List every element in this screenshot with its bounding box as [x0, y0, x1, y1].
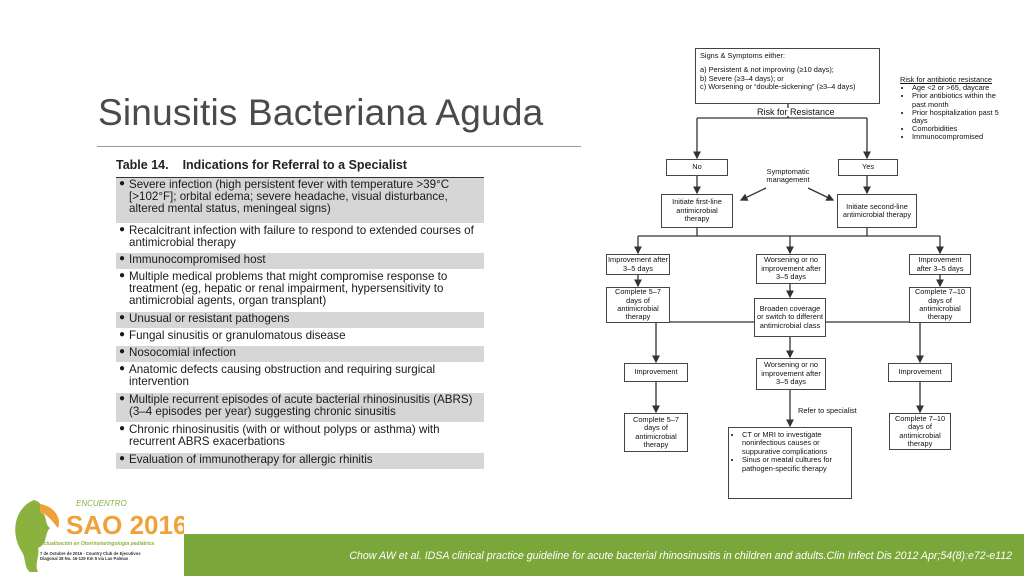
- logo-subtitle: Actualización en Otorrinolaringología pe…: [40, 541, 155, 547]
- bullet-icon: ●: [119, 270, 126, 281]
- profile-head-icon: [15, 500, 50, 572]
- symptomatic-label: Symptomatic management: [766, 167, 810, 185]
- bullet-icon: ●: [119, 178, 126, 189]
- logo-details: Actualización en Otorrinolaringología pe…: [40, 541, 180, 562]
- worsening-box-2: Worsening or no improvement after 3–5 da…: [756, 358, 826, 390]
- logo-line-1: 7 de Octubre de 2016 - Country Club de E…: [40, 551, 141, 556]
- no-box: No: [666, 159, 728, 176]
- table-header: Table 14. Indications for Referral to a S…: [116, 157, 484, 178]
- citation-text: Chow AW et al. IDSA clinical practice gu…: [349, 550, 1012, 562]
- specialist-actions-box: CT or MRI to investigate noninfectious c…: [728, 427, 852, 499]
- bullet-icon: ●: [119, 312, 126, 323]
- bullet-icon: ●: [119, 453, 126, 464]
- slide-title: Sinusitis Bacteriana Aguda: [98, 92, 544, 133]
- table-row: ●Fungal sinusitis or granulomatous disea…: [116, 329, 484, 346]
- table-row: ●Evaluation of immunotherapy for allergi…: [116, 453, 484, 470]
- risk-for-resistance-label: Risk for Resistance: [755, 107, 837, 117]
- second-line-box: Initiate second-line antimicrobial thera…: [837, 194, 917, 228]
- table-row: ●Immunocompromised host: [116, 253, 484, 270]
- yes-box: Yes: [838, 159, 898, 176]
- complete-5-7-box-2: Complete 5–7 days of antimicrobial thera…: [624, 413, 688, 452]
- logo-encuentro: ENCUENTRO: [76, 499, 127, 508]
- risk-heading: Risk for antibiotic resistance: [900, 75, 993, 84]
- first-line-box: Initiate first-line antimicrobial therap…: [661, 194, 733, 228]
- table-row: ●Nosocomial infection: [116, 346, 484, 363]
- logo-sao: SAO 2016: [66, 510, 184, 540]
- risk-item: Prior antibiotics within the past month: [912, 92, 1010, 109]
- risk-factors-panel: Risk for antibiotic resistance Age <2 or…: [890, 75, 1010, 142]
- risk-item: Immunocompromised: [912, 133, 1010, 141]
- complete-7-10-box-1: Complete 7–10 days of antimicrobial ther…: [909, 287, 971, 323]
- risk-item: Prior hospitalization past 5 days: [912, 108, 1010, 125]
- title-divider: [97, 146, 581, 147]
- improvement-left-box: Improvement after 3–5 days: [606, 254, 670, 275]
- bullet-icon: ●: [119, 423, 126, 434]
- broaden-coverage-box: Broaden coverage or switch to different …: [754, 298, 826, 337]
- table-row: ●Chronic rhinosinusitis (with or without…: [116, 423, 484, 453]
- improvement-box-left-2: Improvement: [624, 363, 688, 382]
- sao-2016-logo: ENCUENTRO SAO 2016: [15, 499, 184, 572]
- table-row: ●Recalcitrant infection with failure to …: [116, 224, 484, 253]
- bullet-icon: ●: [119, 253, 126, 264]
- specialist-item: CT or MRI to investigate noninfectious c…: [742, 430, 847, 456]
- specialist-item: Sinus or meatal cultures for pathogen-sp…: [742, 456, 847, 473]
- table-row: ●Multiple medical problems that might co…: [116, 270, 484, 312]
- risk-item: Age <2 or >65, daycare: [912, 83, 1010, 92]
- improvement-right-box: Improvement after 3–5 days: [909, 254, 971, 275]
- bullet-icon: ●: [119, 363, 126, 374]
- risk-item: Comorbidities: [912, 125, 1010, 133]
- complete-5-7-box-1: Complete 5–7 days of antimicrobial thera…: [606, 287, 670, 323]
- footer-bar: Chow AW et al. IDSA clinical practice gu…: [184, 534, 1024, 576]
- hair-accent-icon: [40, 504, 60, 528]
- signs-symptoms-box: Signs & Symptoms either: a) Persistent &…: [695, 48, 880, 104]
- table-title: Indications for Referral to a Specialist: [182, 158, 407, 172]
- table-row: ●Anatomic defects causing obstruction an…: [116, 363, 484, 393]
- bullet-icon: ●: [119, 329, 126, 340]
- table-row: ●Multiple recurrent episodes of acute ba…: [116, 393, 484, 423]
- bullet-icon: ●: [119, 346, 126, 357]
- table-number: Table 14.: [116, 158, 169, 172]
- referral-table: Table 14. Indications for Referral to a S…: [116, 157, 484, 470]
- bullet-icon: ●: [119, 224, 126, 235]
- complete-7-10-box-2: Complete 7–10 days of antimicrobial ther…: [889, 413, 951, 450]
- logo-line-2: Diagonal 28 No. 16-129 Km 5 vía Las Palm…: [40, 556, 129, 561]
- table-row: ●Severe infection (high persistent fever…: [116, 178, 484, 224]
- table-row: ●Unusual or resistant pathogens: [116, 312, 484, 329]
- refer-specialist-label: Refer to specialist: [798, 406, 857, 415]
- worsening-box-1: Worsening or no improvement after 3–5 da…: [756, 254, 826, 284]
- bullet-icon: ●: [119, 393, 126, 404]
- improvement-box-right-2: Improvement: [888, 363, 952, 382]
